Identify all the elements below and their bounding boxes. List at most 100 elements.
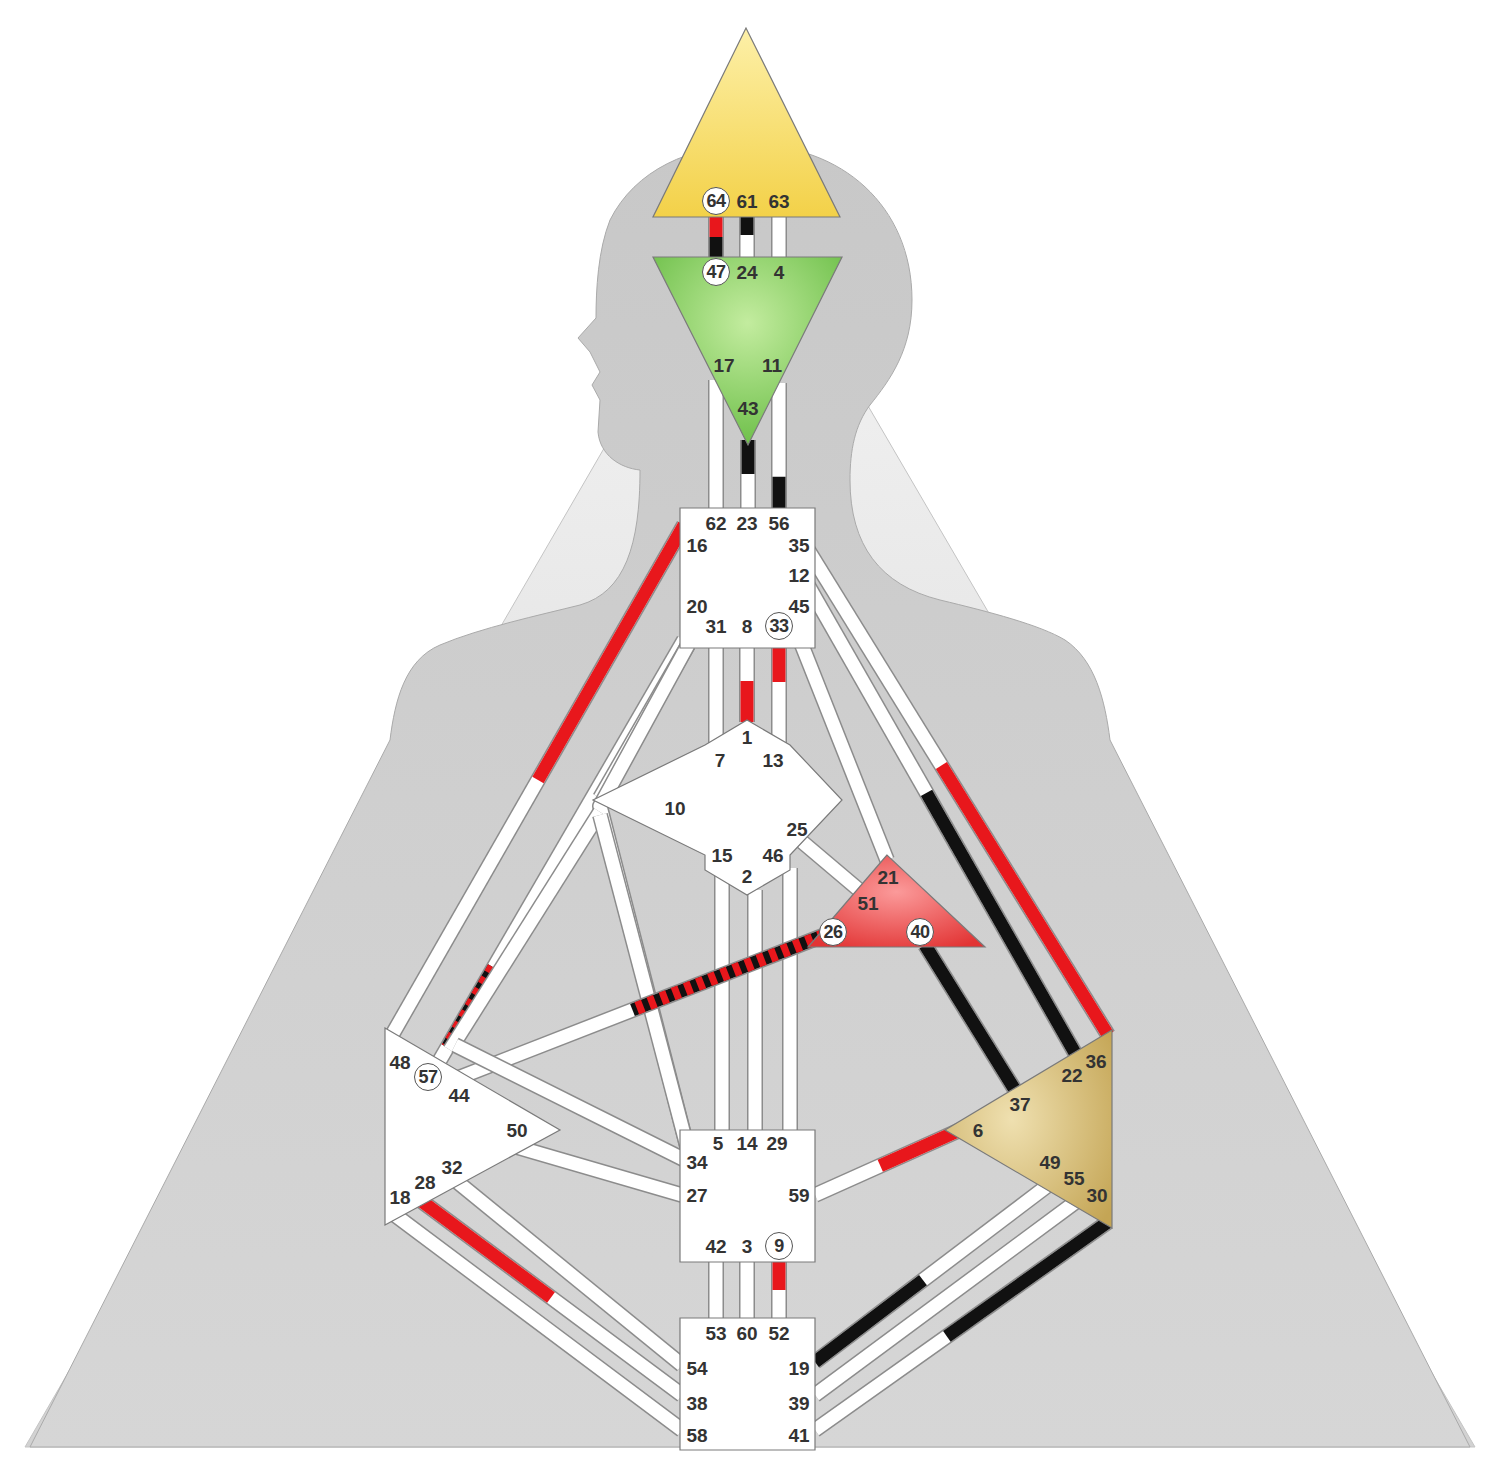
- activation-segment: [741, 681, 754, 722]
- gate-number: 48: [389, 1053, 410, 1072]
- gate-number: 34: [686, 1153, 707, 1172]
- gate-number: 60: [736, 1324, 757, 1343]
- channel-body: [773, 1262, 786, 1318]
- gate-number: 31: [705, 617, 726, 636]
- gate-number: 41: [788, 1426, 809, 1445]
- channel: [925, 945, 1015, 1090]
- channel-body: [710, 380, 723, 508]
- gate-number: 32: [441, 1158, 462, 1177]
- channel: [815, 1195, 1085, 1395]
- channel-outline: [782, 868, 798, 1130]
- gate-number: 15: [711, 846, 732, 865]
- gate-number: 11: [762, 356, 782, 375]
- gate-number: 5: [713, 1134, 724, 1153]
- activation-segment: [947, 1222, 1108, 1336]
- activation-segment: [773, 1262, 786, 1290]
- activation-stripe: [633, 935, 826, 1010]
- gate-number: 42: [705, 1237, 726, 1256]
- channel: [747, 1262, 748, 1318]
- gate-number: 16: [686, 536, 707, 555]
- channel-outline: [815, 1195, 1085, 1395]
- channel-outline: [739, 1262, 755, 1318]
- gate-number: 33: [765, 612, 793, 640]
- gate-number: 30: [1086, 1186, 1107, 1205]
- channel-outline: [815, 1130, 960, 1195]
- gate-number: 36: [1085, 1052, 1106, 1071]
- channel: [600, 645, 688, 1150]
- channel-outline: [771, 217, 787, 257]
- channel: [779, 383, 780, 508]
- channel-body: [815, 1130, 960, 1195]
- channel: [716, 1262, 717, 1318]
- gate-number: 54: [686, 1359, 707, 1378]
- channel-body: [815, 1195, 1085, 1395]
- gate-number: 40: [906, 918, 934, 946]
- channel-body: [600, 645, 688, 1150]
- channel-outline: [600, 645, 688, 1150]
- center-outline: [653, 28, 840, 217]
- channel-body: [925, 945, 1015, 1090]
- channel: [815, 1130, 960, 1195]
- center-shape: [591, 718, 844, 897]
- channel-body: [450, 812, 600, 1050]
- channel: [779, 640, 780, 745]
- channel-body: [741, 1262, 754, 1318]
- channel-body: [710, 640, 723, 745]
- energy-center: 21512640: [806, 853, 987, 949]
- channel-body: [749, 890, 762, 1130]
- gate-number: 39: [788, 1394, 809, 1413]
- gate-number: 59: [788, 1186, 809, 1205]
- channel-outline: [600, 815, 688, 1150]
- channel-body: [395, 1215, 682, 1430]
- activation-segment: [880, 1130, 960, 1166]
- channel-outline: [740, 440, 756, 508]
- channel-body: [741, 217, 754, 257]
- center-outline: [653, 257, 842, 445]
- gate-number: 38: [686, 1394, 707, 1413]
- gate-number: 55: [1063, 1169, 1084, 1188]
- channel-body: [815, 1180, 1055, 1362]
- gate-number: 8: [742, 617, 753, 636]
- channel-outline: [815, 1180, 1055, 1362]
- activation-segment: [925, 945, 1015, 1090]
- channel: [779, 217, 780, 257]
- channel-body: [800, 840, 865, 895]
- center-outline: [385, 1028, 560, 1225]
- channel-outline: [510, 1145, 682, 1195]
- gate-number: 3: [742, 1237, 753, 1256]
- gate-number: 1: [742, 728, 753, 747]
- gate-number: 25: [786, 820, 807, 839]
- center-outline: [945, 1030, 1112, 1228]
- channel: [747, 640, 748, 722]
- channel-outline: [739, 640, 755, 722]
- channel-body: [773, 217, 786, 257]
- gate-number: 28: [414, 1173, 435, 1192]
- gate-number: 58: [686, 1426, 707, 1445]
- gate-number: 43: [737, 399, 758, 418]
- gate-number: 23: [736, 514, 757, 533]
- channel: [600, 815, 688, 1150]
- channel: [722, 870, 723, 1130]
- channel-body: [784, 868, 797, 1130]
- energy-center: 646163: [651, 26, 842, 219]
- gate-number: 44: [448, 1086, 469, 1105]
- channel-outline: [450, 812, 600, 1050]
- channel: [395, 1215, 682, 1430]
- channel-outline: [739, 217, 755, 257]
- channel-body: [710, 217, 723, 257]
- channel: [755, 890, 756, 1130]
- gate-number: 26: [819, 918, 847, 946]
- channel-body: [742, 440, 755, 508]
- center-outline: [680, 1130, 815, 1262]
- gate-number: 64: [702, 187, 730, 215]
- gate-number: 2: [742, 867, 753, 886]
- channel-body: [741, 640, 754, 722]
- gate-number: 13: [762, 751, 783, 770]
- gate-number: 47: [702, 258, 730, 286]
- center-outline: [808, 855, 985, 947]
- channel-outline: [395, 1215, 682, 1430]
- gate-number: 10: [664, 799, 685, 818]
- gate-number: 9: [765, 1232, 793, 1260]
- channel-body: [805, 545, 1108, 1035]
- energy-center: 3622376495530: [943, 1028, 1114, 1230]
